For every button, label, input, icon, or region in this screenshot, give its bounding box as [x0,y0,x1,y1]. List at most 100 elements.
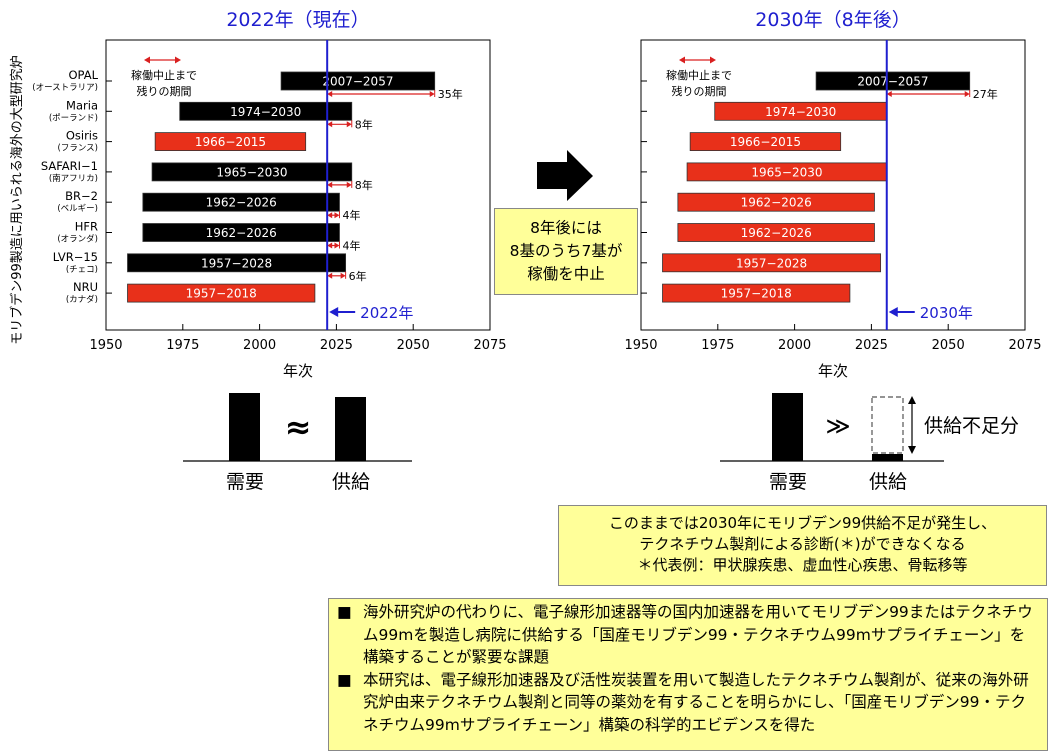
reactor-bar-label: 1966−2015 [730,135,801,149]
reactor-name: Osiris [66,129,98,143]
current-year-label: 2030年 [920,304,973,322]
plot-frame [105,39,491,331]
relation-symbol: ≫ [825,412,850,440]
x-tick-label: 2025 [320,338,353,353]
note-line: 8基のうち7基が [509,242,623,260]
arrow-right-icon [346,181,352,188]
chart-title: 2030年（8年後） [755,9,910,31]
warning-line: ＊代表例：甲状腺疾患、虚血性心疾患、骨転移等 [637,556,968,574]
arrow-left-icon [327,181,333,188]
x-tick-label: 1975 [701,338,734,353]
arrow-left-icon [327,242,333,249]
reactor-bar-label: 1962−2026 [741,196,812,210]
reactor-bar-label: 1957−2018 [721,287,792,301]
x-axis-label: 年次 [818,362,848,380]
note-line: 8年後には [530,219,602,237]
reactor-country: (ベルギー) [57,204,98,214]
reactor-country: (オーストラリア) [32,83,98,93]
reactor-bar [127,283,316,303]
demand-bar [772,393,803,461]
relation-symbol: ≈ [285,408,312,446]
supply-label: 供給 [869,471,907,493]
reactor-bar-label: 1966−2015 [195,135,266,149]
reactor-bar [154,132,307,152]
reactor-country: (フランス) [58,144,98,154]
supply-bar [872,454,903,461]
arrow-left-icon [679,56,685,64]
reactor-bar [280,71,436,91]
supply-demand-panel-2022: ≈ 需要 供給 [183,393,412,493]
reactor-bar-label: 1965−2030 [751,165,822,179]
arrow-left-icon [144,56,150,64]
arrow-left-icon [329,307,339,317]
arrow-right-icon [964,91,970,97]
x-tick-label: 2025 [855,338,888,353]
arrow-left-icon [327,121,333,128]
reactor-name: OPAL [68,68,98,82]
arrow-left-icon [327,272,333,279]
reactor-bar [142,223,340,242]
arrow-left-icon [327,212,333,219]
bullet-square-icon: ■ [337,603,352,621]
remaining-label: 27年 [973,87,998,101]
transition-arrow-icon [537,150,593,201]
x-axis-label: 年次 [283,362,313,380]
reactor-bar-label: 1974−2030 [230,105,301,119]
arrow-left-icon [888,307,898,317]
bullet-item: ■ 本研究は、電子線形加速器及び活性炭装置を用いて製造したテクネチウム製剤が、従… [337,669,1039,737]
current-year-label: 2022年 [360,304,413,322]
arrow-right-icon [334,212,340,219]
arrow-left-icon [886,91,892,97]
y-axis-title: モリブデン99製造に用いられる海外の大型研究炉 [9,55,25,345]
arrow-up-icon [908,396,916,404]
remaining-label: 8年 [355,178,373,192]
reactor-bar [127,253,347,273]
supply-shortage-outline [871,396,904,454]
remaining-label: 8年 [355,117,373,131]
reactor-bar-label: 1962−2026 [206,226,277,240]
x-tick-label: 2000 [778,338,811,353]
arrow-right-icon [340,272,346,279]
note-line: 稼働を中止 [527,265,605,283]
arrow-down-icon [908,446,916,454]
reactor-name: SAFARI−1 [41,159,98,173]
arrow-right-icon [710,56,716,64]
reactor-country: (カナダ) [66,294,98,305]
remaining-label: 35年 [438,87,463,101]
reactor-country: (ポーランド) [49,113,98,123]
reactor-bar-label: 1957−2028 [736,256,807,270]
bullet-text: 本研究は、電子線形加速器及び活性炭装置を用いて製造したテクネチウム製剤が、従来の… [363,670,1029,734]
supply-demand-panel-2030: ≫ 供給不足分 需要 供給 [720,393,1019,493]
demand-label: 需要 [769,471,807,493]
reactor-bar [677,223,875,242]
reactor-bar [689,132,842,152]
bullet-item: ■ 海外研究炉の代わりに、電子線形加速器等の国内加速器を用いてモリブデン99また… [337,601,1039,669]
arrow-right-icon [334,242,340,249]
arrow-right-icon [346,121,352,128]
reactor-bar-label: 2007−2057 [857,75,928,89]
annotation-text: 残りの期間 [672,84,727,98]
warning-line: テクネチウム製剤による診断(＊)ができなくなる [639,535,966,553]
x-tick-label: 2075 [1008,338,1041,353]
annotation-text: 残りの期間 [137,84,192,98]
warning-box: このままでは2030年にモリブデン99供給不足が発生し、 テクネチウム製剤による… [558,505,1047,586]
reactor-bar-label: 1962−2026 [206,196,277,210]
reactor-name: HFR [75,220,98,234]
reactor-bar [179,101,353,121]
annotation-text: 稼働中止まで [666,68,732,82]
reactor-bar [142,192,340,212]
reactor-name: NRU [73,280,98,294]
plot-frame [640,39,1026,331]
reactor-name: BR−2 [65,189,98,203]
remaining-label: 6年 [349,269,367,283]
reactor-bar [151,162,353,182]
middle-note-box: 8年後には 8基のうち7基が 稼働を中止 [494,208,638,295]
supply-bar [335,397,366,461]
reactor-name: LVR−15 [53,250,98,264]
x-tick-label: 1975 [166,338,199,353]
reactor-name: Maria [66,98,98,112]
supply-label: 供給 [332,471,370,493]
reactor-bar-label: 1957−2028 [201,256,272,270]
